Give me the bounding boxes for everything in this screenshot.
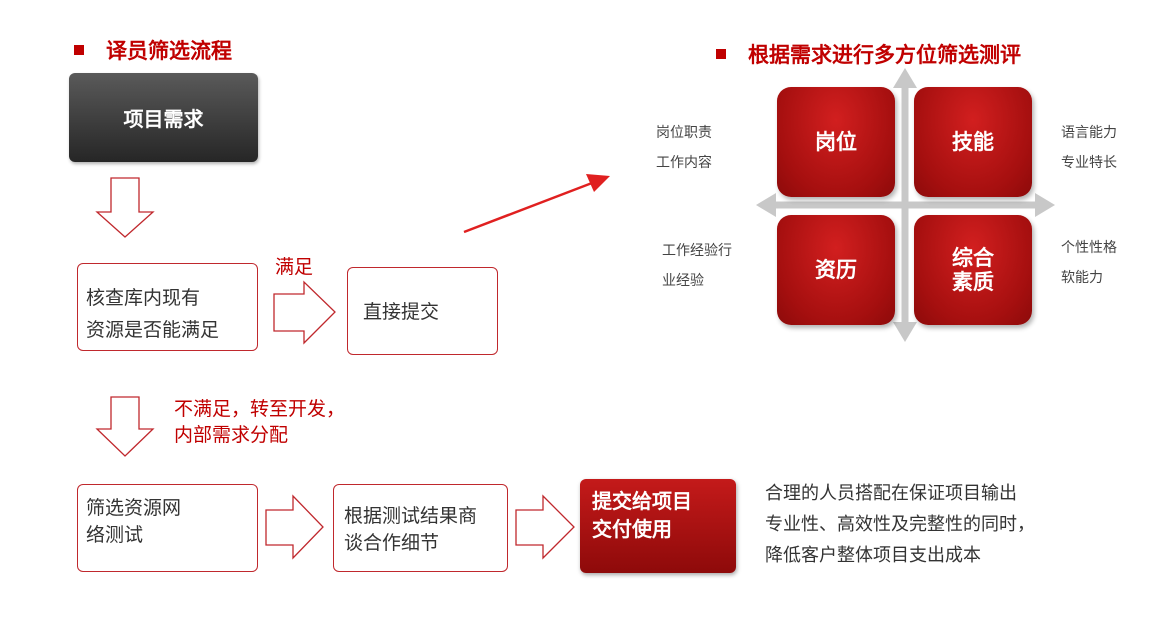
deliver-box: 提交给项目 交付使用 [580,479,736,573]
project-demand-label: 项目需求 [123,107,204,131]
check-resource-box: 核查库内现有 资源是否能满足 [77,263,258,351]
evaluation-heading: 根据需求进行多方位筛选测评 [716,39,1021,69]
screen-resource-box: 筛选资源网 络测试 [77,484,258,572]
satisfied-label: 满足 [275,256,314,278]
down-arrow-1 [95,177,155,238]
skill-desc-1: 语言能力 [1061,125,1117,141]
diagonal-arrow-head [586,174,610,192]
quadrant-skill: 技能 [914,87,1032,197]
not-satisfied-line-2: 内部需求分配 [174,424,289,446]
evaluation-heading-text: 根据需求进行多方位筛选测评 [748,43,1021,67]
flow-heading-text: 译员筛选流程 [106,39,232,63]
quadrant-skill-label: 技能 [952,130,994,154]
right-arrow-3 [265,494,324,560]
axis-arrow-right [1035,193,1055,217]
down-arrow-2 [95,396,155,457]
experience-description: 工作经验行 业经验 [662,236,732,296]
deliver-line-1: 提交给项目 [592,489,692,513]
heading-bullet [716,49,726,59]
axis-arrow-left [756,193,776,217]
negotiate-box: 根据测试结果商 谈合作细节 [333,484,508,572]
quadrant-quality: 综合 素质 [914,215,1032,325]
skill-description: 语言能力 专业特长 [1061,118,1117,178]
screen-line-1: 筛选资源网 [86,497,182,519]
negotiate-line-2: 谈合作细节 [344,532,440,554]
quadrant-position: 岗位 [777,87,895,197]
conclusion-line-3: 降低客户整体项目支出成本 [765,545,981,566]
quadrant-quality-line-1: 综合 [952,246,994,270]
position-desc-1: 岗位职责 [656,125,712,141]
quadrant-position-label: 岗位 [815,130,857,154]
not-satisfied-line-1: 不满足，转至开发， [174,398,346,420]
check-line-2: 资源是否能满足 [86,319,220,341]
screen-line-2: 络测试 [86,524,144,546]
direct-submit-box: 直接提交 [347,267,498,355]
heading-bullet [74,45,84,55]
quadrant-quality-line-2: 素质 [952,270,994,294]
flow-heading: 译员筛选流程 [74,35,232,65]
axis-arrow-top [893,68,917,88]
check-line-1: 核查库内现有 [86,287,201,309]
quadrant-experience: 资历 [777,215,895,325]
position-description: 岗位职责 工作内容 [656,118,712,178]
skill-desc-2: 专业特长 [1061,155,1117,171]
experience-desc-1: 工作经验行 [662,243,732,259]
conclusion-line-1: 合理的人员搭配在保证项目输出 [765,483,1017,504]
direct-submit-label: 直接提交 [363,301,440,323]
deliver-line-2: 交付使用 [592,517,672,541]
quality-desc-2: 软能力 [1061,270,1103,286]
axis-arrow-bottom [893,322,917,342]
quadrant-experience-label: 资历 [815,258,857,282]
not-satisfied-label: 不满足，转至开发， 内部需求分配 [174,396,345,448]
right-arrow-4 [515,494,575,560]
conclusion-text: 合理的人员搭配在保证项目输出 专业性、高效性及完整性的同时， 降低客户整体项目支… [765,478,1035,571]
quality-description: 个性性格 软能力 [1061,233,1117,293]
experience-desc-2: 业经验 [662,273,704,289]
diagonal-arrow-line [463,181,593,234]
quality-desc-1: 个性性格 [1061,240,1117,256]
position-desc-2: 工作内容 [656,155,712,171]
negotiate-line-1: 根据测试结果商 [344,505,478,527]
conclusion-line-2: 专业性、高效性及完整性的同时， [765,514,1035,535]
right-arrow-satisfied [273,280,336,345]
project-demand-box: 项目需求 [69,73,258,162]
